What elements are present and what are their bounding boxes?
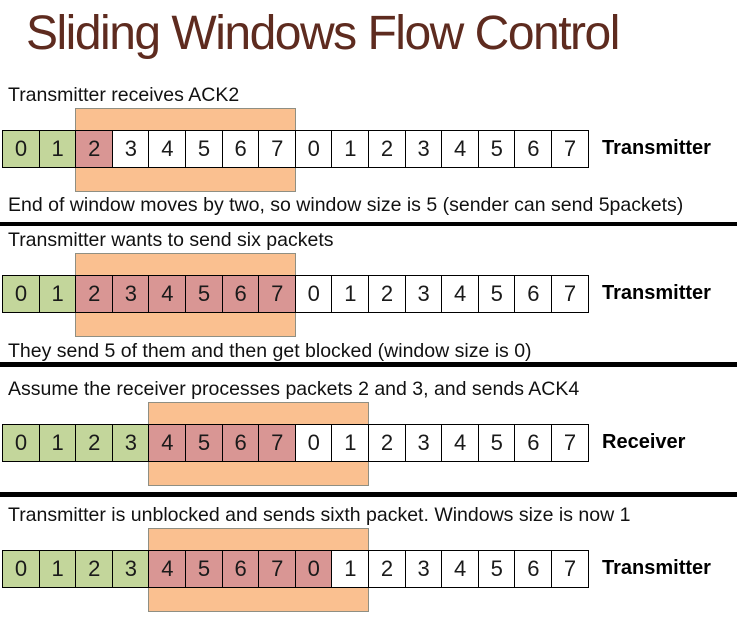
section4-caption: Transmitter is unblocked and sends sixth… <box>8 504 631 526</box>
sequence-cell: 3 <box>404 550 443 588</box>
sequence-cell: 2 <box>367 424 407 462</box>
sequence-cell: 6 <box>514 550 553 588</box>
sequence-cell: 7 <box>258 275 297 313</box>
sequence-cell: 0 <box>294 275 333 313</box>
sequence-cell: 2 <box>367 130 407 168</box>
sequence-cell: 4 <box>441 130 480 168</box>
sequence-cell: 2 <box>75 275 114 313</box>
sequence-cell: 4 <box>441 275 480 313</box>
sequence-cell: 5 <box>477 130 516 168</box>
sequence-cell: 5 <box>184 424 224 462</box>
sequence-cell: 1 <box>331 130 370 168</box>
sequence-cell: 3 <box>404 275 443 313</box>
sequence-cell: 2 <box>367 275 407 313</box>
section2-caption: Transmitter wants to send six packets <box>8 229 334 251</box>
sequence-cell: 4 <box>148 275 187 313</box>
row-side-label: Transmitter <box>602 137 711 159</box>
sequence-cell: 0 <box>2 130 41 168</box>
row-side-label: Receiver <box>602 431 686 453</box>
separator <box>0 492 737 497</box>
sequence-cell: 3 <box>111 275 150 313</box>
row-side-label: Transmitter <box>602 282 711 304</box>
sequence-cell: 3 <box>404 424 443 462</box>
sequence-cell: 1 <box>38 550 77 588</box>
sequence-cell: 7 <box>258 130 297 168</box>
page-title: Sliding Windows Flow Control <box>26 7 620 60</box>
sequence-cell: 1 <box>38 424 77 462</box>
sequence-cell: 5 <box>477 424 516 462</box>
section1-caption: Transmitter receives ACK2 <box>8 84 240 106</box>
sequence-cell: 7 <box>550 550 589 588</box>
sequence-cell: 1 <box>331 550 370 588</box>
sequence-cell: 2 <box>367 550 407 588</box>
sequence-cell: 7 <box>550 130 589 168</box>
sequence-cell: 2 <box>75 130 114 168</box>
sequence-cell: 0 <box>294 550 333 588</box>
sequence-cell: 6 <box>221 424 260 462</box>
sequence-cell: 6 <box>514 424 553 462</box>
sequence-cell: 4 <box>148 424 187 462</box>
sequence-cell: 5 <box>184 130 224 168</box>
sequence-cell: 1 <box>38 275 77 313</box>
separator <box>0 362 737 367</box>
sequence-cell: 6 <box>221 130 260 168</box>
sequence-cell: 0 <box>2 275 41 313</box>
sequence-cell: 7 <box>550 424 589 462</box>
sequence-cell: 4 <box>441 550 480 588</box>
sequence-cell: 0 <box>2 550 41 588</box>
sequence-cell: 1 <box>38 130 77 168</box>
sequence-cell: 6 <box>514 130 553 168</box>
row-side-label: Transmitter <box>602 557 711 579</box>
sequence-cell: 4 <box>148 130 187 168</box>
sequence-cell: 0 <box>294 424 333 462</box>
sequence-cell: 1 <box>331 275 370 313</box>
sequence-cell: 4 <box>148 550 187 588</box>
sequence-cell: 6 <box>514 275 553 313</box>
sequence-cell: 7 <box>550 275 589 313</box>
sequence-cell: 3 <box>111 550 150 588</box>
sequence-cell: 0 <box>294 130 333 168</box>
sequence-cell: 3 <box>111 424 150 462</box>
sequence-cell: 2 <box>75 424 114 462</box>
sequence-cell: 5 <box>477 550 516 588</box>
sequence-cell: 0 <box>2 424 41 462</box>
sequence-cell: 6 <box>221 550 260 588</box>
sequence-cell: 7 <box>258 550 297 588</box>
sequence-cell: 2 <box>75 550 114 588</box>
sequence-cell: 4 <box>441 424 480 462</box>
separator <box>0 222 737 226</box>
sequence-cell: 1 <box>331 424 370 462</box>
section1-note: End of window moves by two, so window si… <box>8 194 684 216</box>
section2-note: They send 5 of them and then get blocked… <box>8 340 532 362</box>
sequence-cell: 3 <box>404 130 443 168</box>
sequence-cell: 3 <box>111 130 150 168</box>
sequence-cell: 6 <box>221 275 260 313</box>
sequence-cell: 5 <box>477 275 516 313</box>
sequence-cell: 5 <box>184 550 224 588</box>
section3-caption: Assume the receiver processes packets 2 … <box>8 378 580 400</box>
sequence-cell: 7 <box>258 424 297 462</box>
sequence-cell: 5 <box>184 275 224 313</box>
